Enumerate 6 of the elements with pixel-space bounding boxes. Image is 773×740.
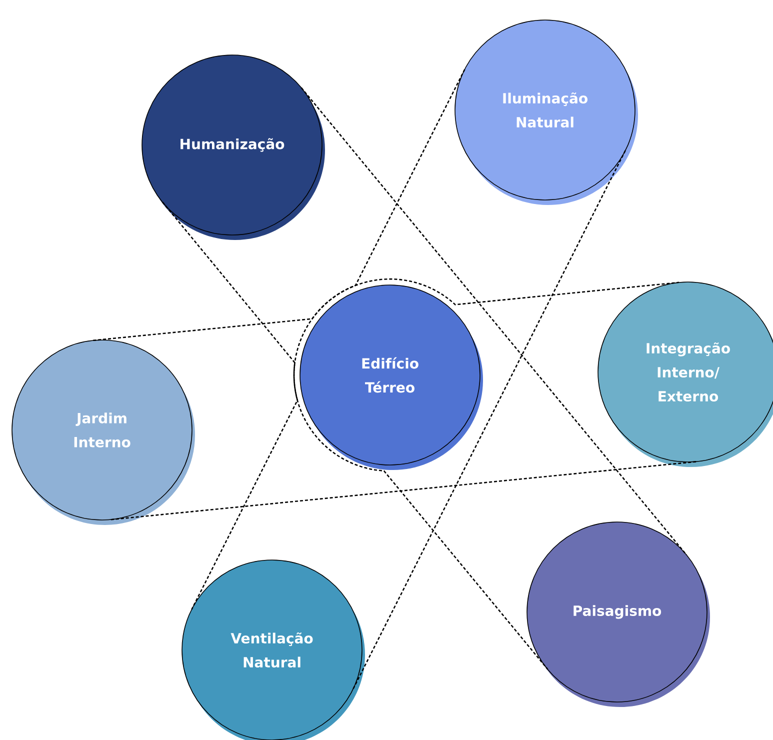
dashed-line (300, 87, 687, 556)
dashed-line (93, 278, 680, 342)
dashed-line (191, 69, 466, 610)
dashed-line (352, 150, 626, 691)
dashed-line (162, 202, 548, 670)
dashed-line (110, 460, 697, 520)
